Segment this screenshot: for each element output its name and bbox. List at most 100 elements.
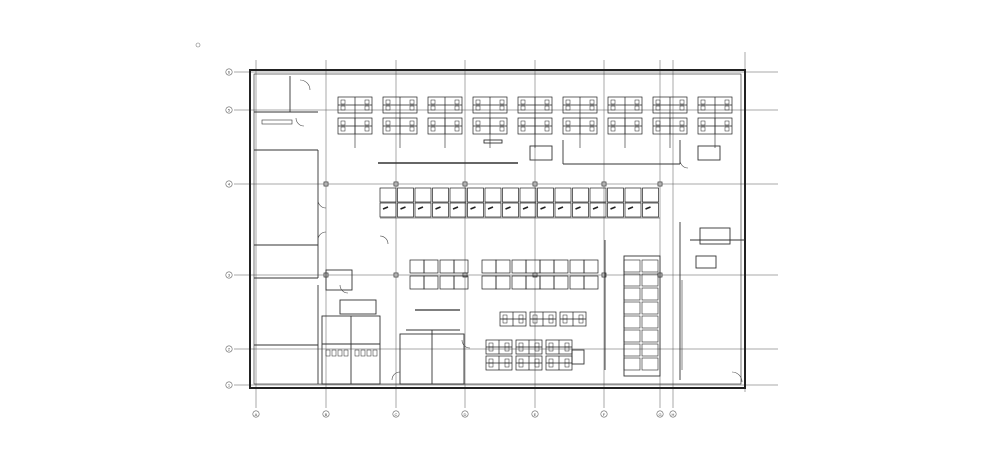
grid-label-col: B bbox=[325, 412, 328, 417]
column-marker bbox=[323, 181, 329, 187]
grid-label-col: A bbox=[255, 412, 258, 417]
toilet-fixture bbox=[372, 349, 378, 357]
column-marker bbox=[393, 272, 399, 278]
workstation-cluster bbox=[607, 96, 643, 114]
office-cell bbox=[641, 329, 659, 343]
office-cell bbox=[623, 287, 641, 301]
cubicle-pair bbox=[539, 259, 569, 290]
cubicle-pair bbox=[511, 259, 541, 290]
toilet-fixture bbox=[325, 349, 331, 357]
interior-walls bbox=[254, 76, 745, 385]
toilet-fixture bbox=[337, 349, 343, 357]
workstation-cluster bbox=[545, 355, 573, 371]
office-cell bbox=[641, 287, 659, 301]
cubicle bbox=[589, 187, 607, 218]
office-cell bbox=[641, 357, 659, 371]
cubicle bbox=[537, 187, 554, 218]
cubicle bbox=[642, 187, 659, 218]
workstation-cluster bbox=[337, 96, 373, 114]
grid-bubble-row bbox=[225, 180, 233, 188]
column-marker bbox=[462, 272, 468, 278]
grid-label-col: G bbox=[658, 412, 661, 417]
workstation-cluster bbox=[529, 311, 557, 327]
cubicle bbox=[554, 187, 572, 218]
office-cell bbox=[623, 329, 641, 343]
grid-bubble-col bbox=[656, 410, 664, 418]
column-marker bbox=[601, 272, 607, 278]
cubicle bbox=[432, 187, 449, 218]
grid-bubble-col bbox=[322, 410, 330, 418]
cubicle bbox=[449, 187, 467, 218]
cubicle-pair bbox=[569, 259, 599, 290]
column-marker bbox=[532, 181, 538, 187]
office-cell bbox=[623, 357, 641, 371]
workstation-cluster bbox=[427, 96, 463, 114]
workstation-cluster bbox=[562, 96, 598, 114]
workstation-cluster bbox=[485, 355, 513, 371]
office-cell bbox=[623, 343, 641, 357]
column-marker bbox=[657, 272, 663, 278]
toilet-fixture bbox=[354, 349, 360, 357]
workstation-cluster bbox=[545, 339, 573, 355]
office-cell bbox=[641, 273, 659, 287]
grid-bubble-row bbox=[225, 106, 233, 114]
grid-label-row: 4 bbox=[228, 182, 231, 187]
grid-bubble-col bbox=[531, 410, 539, 418]
cubicle bbox=[572, 187, 589, 218]
grid-label-col: D bbox=[464, 412, 467, 417]
grid-bubble-row bbox=[225, 345, 233, 353]
toilet-fixture bbox=[366, 349, 372, 357]
column-marker bbox=[393, 181, 399, 187]
column-marker bbox=[532, 272, 538, 278]
grid-label-row: 1 bbox=[228, 383, 231, 388]
cubicle bbox=[519, 187, 537, 218]
grid-bubble-col bbox=[600, 410, 608, 418]
north-marker-icon bbox=[195, 42, 201, 48]
workstation-cluster bbox=[652, 96, 688, 114]
workstation-cluster bbox=[515, 339, 543, 355]
cubicle bbox=[502, 187, 519, 218]
office-cell bbox=[623, 315, 641, 329]
grid-label-row: 3 bbox=[228, 273, 231, 278]
cubicle-pair bbox=[481, 259, 511, 290]
column-marker bbox=[323, 272, 329, 278]
grid-bubble-row bbox=[225, 271, 233, 279]
workstation-cluster bbox=[559, 311, 587, 327]
column-marker bbox=[601, 181, 607, 187]
office-cell bbox=[641, 343, 659, 357]
workstation-cluster bbox=[517, 96, 553, 114]
grid-label-row: 5 bbox=[228, 108, 231, 113]
workstation-cluster bbox=[382, 96, 418, 114]
grid-label-col: F bbox=[603, 412, 606, 417]
grid-bubble-col bbox=[461, 410, 469, 418]
workstation-cluster bbox=[472, 96, 508, 114]
toilet-fixture bbox=[331, 349, 337, 357]
grid-label-col: H bbox=[672, 412, 675, 417]
grid-bubble-col bbox=[252, 410, 260, 418]
cubicle bbox=[414, 187, 432, 218]
workstation-clusters bbox=[325, 96, 733, 371]
grid-bubble-row bbox=[225, 381, 233, 389]
grid-label-row: 6 bbox=[228, 70, 231, 75]
office-cell bbox=[641, 315, 659, 329]
structural-columns bbox=[323, 181, 663, 278]
cubicle-pair bbox=[409, 259, 439, 290]
grid-label-col: C bbox=[395, 412, 398, 417]
cubicle bbox=[484, 187, 502, 218]
office-cell bbox=[641, 259, 659, 273]
workstation-cluster bbox=[485, 339, 513, 355]
cubicle bbox=[397, 187, 414, 218]
cubicle bbox=[607, 187, 624, 218]
column-marker bbox=[462, 181, 468, 187]
exterior-walls bbox=[249, 69, 746, 389]
toilet-fixture bbox=[360, 349, 366, 357]
workstation-cluster bbox=[697, 96, 733, 114]
grid-label-row: 2 bbox=[228, 347, 231, 352]
grid-lines bbox=[234, 52, 778, 408]
grid-bubble-row bbox=[225, 68, 233, 76]
office-cell bbox=[623, 301, 641, 315]
cubicle bbox=[379, 187, 397, 218]
toilet-fixture bbox=[343, 349, 349, 357]
